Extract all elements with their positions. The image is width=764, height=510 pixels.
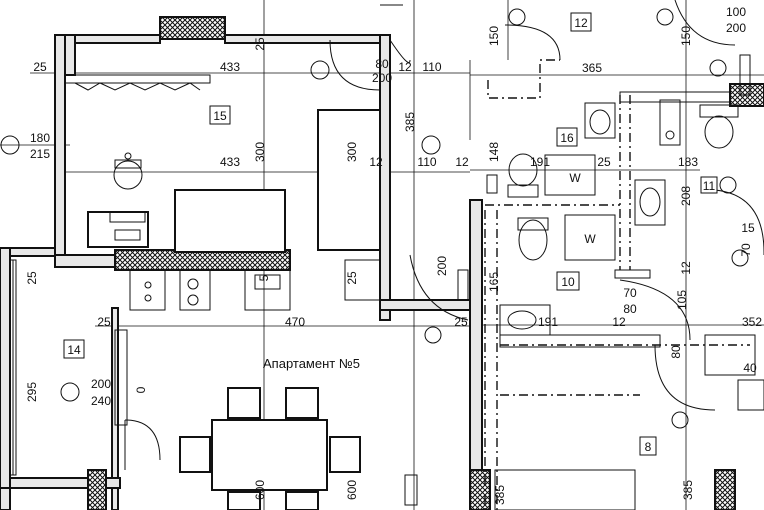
opening-label: 200 (726, 21, 746, 35)
markers (0, 8, 749, 506)
opening-label: 180 (30, 131, 50, 145)
dimension-label: 470 (285, 315, 305, 329)
opening-label: 80 (623, 302, 637, 316)
dimension-label: 70 (739, 243, 753, 257)
dimension-label: 25 (33, 60, 47, 74)
dimension-label: 433 (220, 60, 240, 74)
plan-title: Апартамент №5 (263, 356, 360, 371)
room-number: 10 (561, 275, 575, 289)
room-number: 15 (213, 109, 227, 123)
dimension-label: 600 (345, 480, 359, 500)
dimension-label: 200 (435, 256, 449, 276)
doors (114, 0, 764, 470)
dimension-label: 25 (25, 271, 39, 285)
dimension-label: 208 (679, 186, 693, 206)
dimension-label: 110 (417, 155, 436, 169)
dimension-label: 25 (345, 271, 359, 285)
opening-labels: 180 215 80 200 100 200 200 240 70 80 15 … (30, 5, 757, 408)
dimension-label: 150 (487, 26, 501, 46)
dimension-label: 80 (669, 345, 683, 359)
dimension-label: 105 (675, 290, 689, 310)
room-labels: 12 15 16 11 10 14 8 (63, 12, 718, 456)
dimension-label: 12 (369, 155, 383, 169)
washer-label: W (569, 171, 581, 185)
opening-label: 40 (743, 361, 757, 375)
dimension-label: 12 (612, 315, 626, 329)
dimension-label: 183 (678, 155, 698, 169)
dimension-label: 25 (454, 315, 468, 329)
opening-label: 200 (372, 71, 392, 85)
dimension-label: 25 (253, 37, 267, 51)
dimension-label: 385 (403, 112, 417, 132)
opening-label: 15 (741, 221, 755, 235)
room-number: 8 (645, 440, 652, 454)
bathroom-fixtures (499, 99, 739, 336)
dimension-label: 150 (679, 26, 693, 46)
dimension-label: 148 (487, 142, 501, 162)
dimension-label: 385 (493, 485, 507, 505)
room-number: 14 (67, 343, 81, 357)
dimension-label: 433 (220, 155, 240, 169)
dimension-label: 25 (97, 315, 111, 329)
opening-label: 70 (623, 286, 637, 300)
dimension-label: 295 (25, 382, 39, 402)
kitchen-fixtures (64, 74, 381, 311)
dimension-label: 25 (597, 155, 611, 169)
counter-marker: 0 (134, 386, 148, 393)
dimension-labels: 25 433 12 110 365 433 12 110 12 191 25 1… (33, 60, 762, 329)
washer-label: W (584, 232, 596, 246)
opening-label: 100 (726, 5, 746, 19)
opening-label: 215 (30, 147, 50, 161)
dimension-label: 385 (681, 480, 695, 500)
opening-label: 80 (375, 57, 389, 71)
opening-label: 240 (91, 394, 111, 408)
room-number: 16 (560, 131, 574, 145)
dimension-label: 12 (679, 261, 693, 275)
dimension-label: 110 (422, 60, 441, 74)
dimension-label: 165 (487, 272, 501, 292)
partition-lines (484, 54, 764, 510)
opening-label: 200 (91, 377, 111, 391)
walls (0, 16, 764, 510)
dimension-label: 5 (257, 274, 271, 281)
dimension-label: 365 (582, 61, 602, 75)
dimension-label: 600 (253, 480, 267, 500)
room-number: 12 (574, 16, 588, 30)
room-number: 11 (703, 179, 716, 193)
dimension-label: 300 (253, 142, 267, 162)
dimension-label: 12 (398, 60, 412, 74)
vertical-dimension-labels: 300 300 385 105 150 150 148 165 208 295 … (25, 26, 753, 505)
dimension-label: 352 (742, 315, 762, 329)
fixture-labels: W W 0 (134, 171, 596, 393)
dimension-label: 12 (455, 155, 469, 169)
dimension-label: 191 (538, 315, 558, 329)
dining-table (179, 387, 361, 510)
dimension-label: 191 (530, 155, 550, 169)
dimension-label: 300 (345, 142, 359, 162)
